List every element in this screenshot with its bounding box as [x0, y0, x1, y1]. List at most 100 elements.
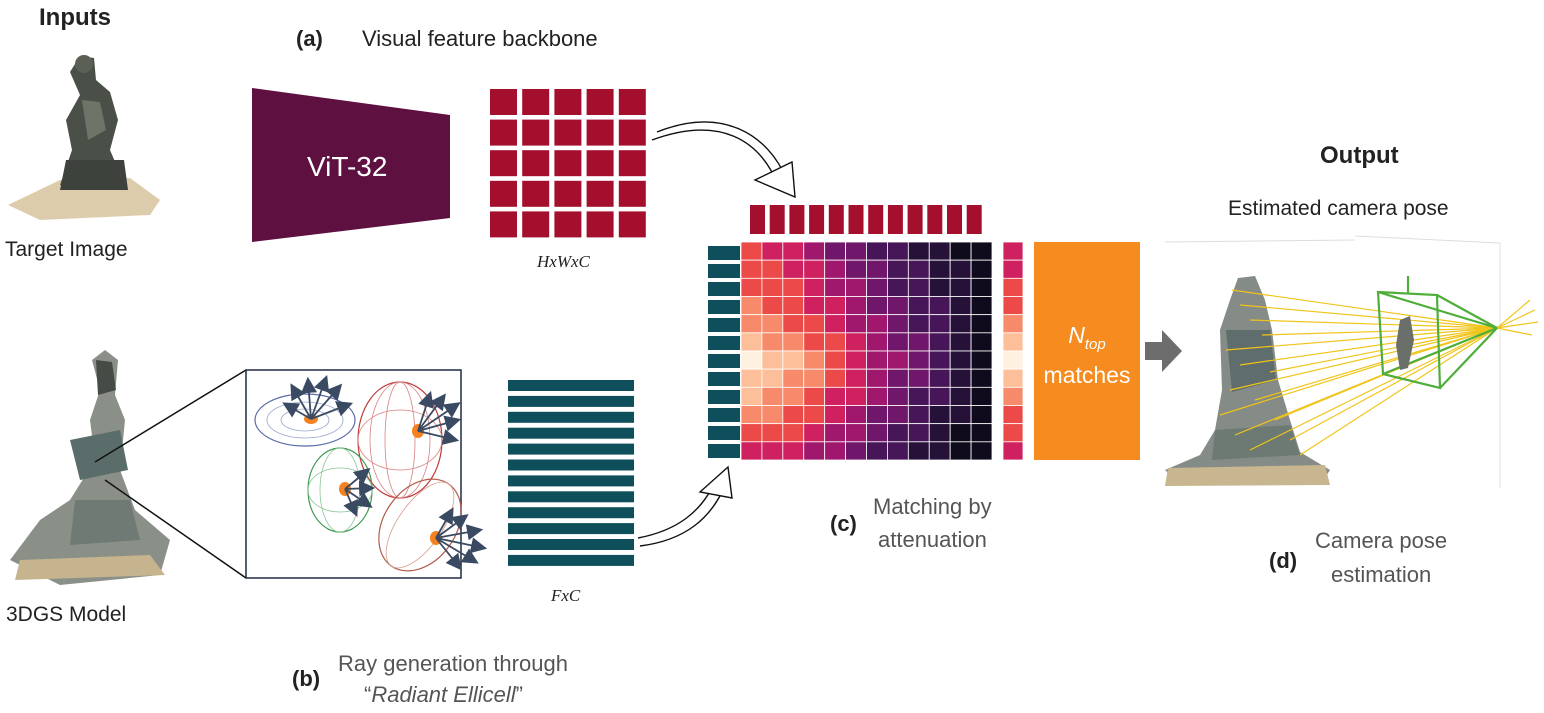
- ray-feature-bar: [508, 459, 634, 471]
- heatmap-cell: [866, 405, 888, 425]
- ray-token: [708, 444, 740, 458]
- vit-backbone-trapezoid: [252, 88, 450, 242]
- heatmap-cell: [970, 350, 993, 370]
- heatmap-cell: [782, 296, 805, 316]
- heatmap-cell: [907, 423, 930, 443]
- ray-feature-bar: [508, 395, 634, 407]
- matches-label: Ntop matches: [1043, 322, 1131, 388]
- heatmap-cell: [887, 423, 909, 443]
- heatmap-cell: [949, 423, 972, 443]
- heatmap-cell: [949, 386, 972, 406]
- image-feature-cell: [554, 89, 582, 115]
- image-feature-cell: [522, 119, 550, 146]
- correspondence-ray: [1219, 327, 1498, 416]
- image-feature-cell: [490, 119, 517, 146]
- extended-ray: [1496, 327, 1533, 336]
- heatmap-cell: [845, 332, 867, 352]
- max-score-cell: [1002, 332, 1024, 352]
- heatmap-cell: [845, 259, 867, 279]
- max-score-cell: [1002, 277, 1024, 297]
- heatmap-cell: [803, 368, 826, 388]
- image-feature-cell: [586, 180, 614, 207]
- image-feature-cell: [554, 119, 582, 146]
- heatmap-cell: [845, 423, 867, 443]
- heatmap-cell: [740, 441, 763, 461]
- heatmap-cell: [866, 314, 888, 334]
- max-score-cell: [1002, 386, 1024, 406]
- heatmap-cell: [824, 368, 846, 388]
- correspondence-ray: [1229, 327, 1498, 391]
- heatmap-cell: [740, 241, 763, 261]
- heatmap-cell: [845, 441, 867, 461]
- heatmap-cell: [928, 332, 951, 352]
- heatmap-cell: [949, 296, 972, 316]
- heatmap-cell: [970, 277, 993, 297]
- inputs-heading: Inputs: [39, 4, 111, 31]
- correspondence-ray: [1254, 327, 1498, 401]
- step-b-line1: Ray generation through: [338, 651, 568, 676]
- heatmap-cell: [866, 350, 888, 370]
- image-feature-cell: [618, 180, 646, 207]
- heatmap-cell: [761, 314, 784, 334]
- heatmap-cell: [824, 296, 846, 316]
- heatmap-cell: [824, 314, 846, 334]
- heatmap-cell: [928, 423, 951, 443]
- image-feature-cell: [554, 150, 582, 177]
- image-feature-cell: [490, 89, 517, 115]
- hwc-label: HxWxC: [537, 252, 590, 271]
- heatmap-cell: [782, 368, 805, 388]
- heatmap-cell: [740, 386, 763, 406]
- max-score-cell: [1002, 296, 1024, 316]
- heatmap-cell: [845, 386, 867, 406]
- image-feature-cell: [618, 211, 646, 238]
- ray-token-column: [708, 246, 740, 458]
- ray-token: [708, 354, 740, 368]
- heatmap-cell: [740, 277, 763, 297]
- heatmap-cell: [970, 259, 993, 279]
- heatmap-cell: [970, 368, 993, 388]
- heatmap-cell: [824, 277, 846, 297]
- image-feature-cell: [490, 150, 517, 177]
- heatmap-cell: [970, 332, 993, 352]
- heatmap-cell: [928, 405, 951, 425]
- ray-feature-bar: [508, 523, 634, 535]
- heatmap-cell: [866, 277, 888, 297]
- image-feature-cell: [522, 211, 550, 238]
- heatmap-cell: [761, 296, 784, 316]
- heatmap-cell: [949, 259, 972, 279]
- max-score-cell: [1002, 259, 1024, 279]
- heatmap-cell: [949, 277, 972, 297]
- ray-token: [708, 318, 740, 332]
- image-token: [966, 205, 982, 234]
- heatmap-cell: [887, 332, 909, 352]
- curved-arrow-rays-to-heatmap: [637, 465, 733, 547]
- image-feature-cell: [554, 180, 582, 207]
- heatmap-cell: [866, 368, 888, 388]
- image-token: [887, 205, 903, 234]
- ray-feature-bar: [508, 411, 634, 423]
- target-image-label: Target Image: [5, 238, 128, 261]
- heatmap-cell: [782, 423, 805, 443]
- ray-feature-bar: [508, 475, 634, 487]
- heatmap-cell: [907, 368, 930, 388]
- image-token: [809, 205, 825, 234]
- image-feature-cell: [586, 211, 614, 238]
- heatmap-cell: [761, 332, 784, 352]
- heatmap-cell: [866, 296, 888, 316]
- max-score-cell: [1002, 405, 1024, 425]
- image-feature-cell: [618, 150, 646, 177]
- ray-feature-bar: [508, 507, 634, 519]
- ray-feature-bar: [508, 554, 634, 566]
- extended-ray: [1496, 309, 1536, 329]
- heatmap-cell: [803, 241, 826, 261]
- heatmap-cell: [907, 314, 930, 334]
- max-score-strip: [1002, 241, 1024, 461]
- ray-token: [708, 282, 740, 296]
- ray-token: [708, 264, 740, 278]
- output-scene: [1164, 235, 1539, 488]
- heatmap-cell: [907, 259, 930, 279]
- heatmap-cell: [761, 241, 784, 261]
- heatmap-cell: [845, 296, 867, 316]
- image-token: [927, 205, 943, 234]
- target-image: [8, 55, 160, 220]
